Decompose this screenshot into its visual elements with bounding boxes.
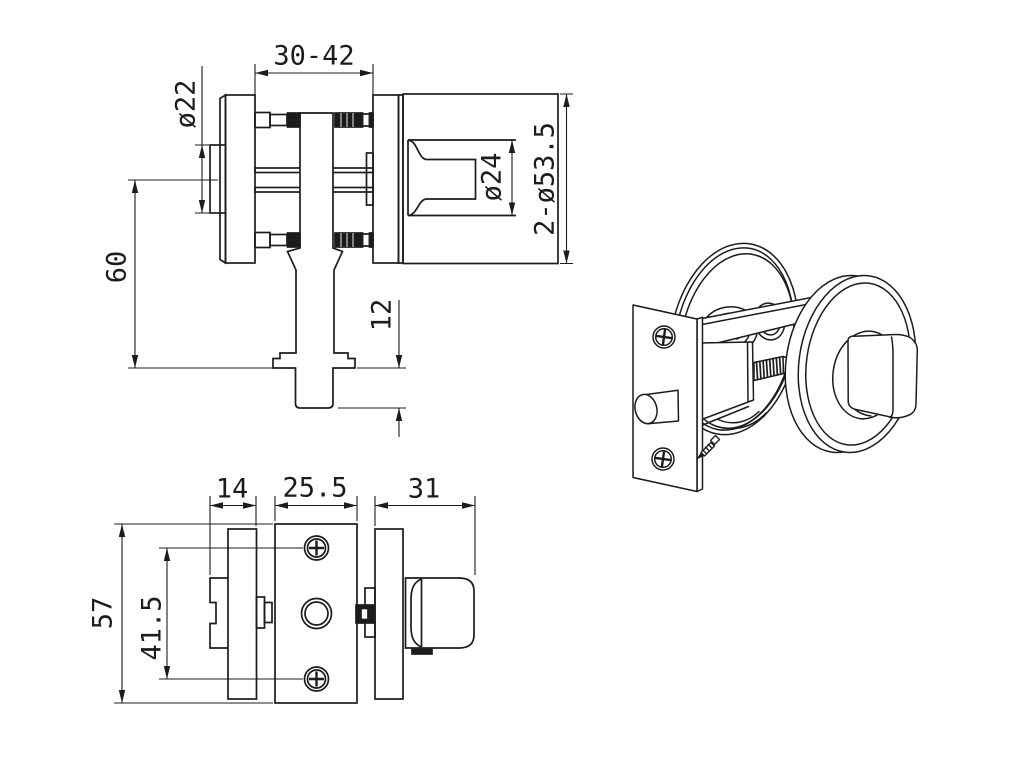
dim-faceplate-length: 57 xyxy=(88,597,119,630)
plan-bolt-hole xyxy=(300,597,333,630)
dim-bolt-extension: 12 xyxy=(367,299,398,332)
plan-thumbturn-knob xyxy=(404,577,475,655)
iso-deadbolt xyxy=(634,389,680,425)
iso-faceplate-screw-bottom xyxy=(651,447,675,471)
front-view-dimensions: 30-42 ø22 ø24 2-ø53.5 60 12 xyxy=(102,41,573,437)
dim-rose-diameter: 2-ø53.5 xyxy=(530,122,561,236)
plan-view-drawing: 14 25.5 31 57 41.5 xyxy=(88,473,476,704)
front-right-rose xyxy=(372,94,400,264)
dim-door-thickness-range: 30-42 xyxy=(273,41,354,72)
plan-view-dimensions: 14 25.5 31 57 41.5 xyxy=(88,473,476,704)
plan-left-rose xyxy=(227,528,258,700)
front-left-rose xyxy=(224,94,256,264)
dim-screw-spacing: 41.5 xyxy=(137,595,168,660)
plan-spindle-window xyxy=(360,607,369,621)
front-mounting-post-bottom xyxy=(254,231,374,249)
front-right-hub xyxy=(365,152,374,206)
iso-mounting-screw xyxy=(696,434,721,460)
plan-left-connector xyxy=(255,596,273,629)
dim-hub-diameter: ø22 xyxy=(171,80,202,129)
front-mounting-post-top xyxy=(254,111,374,129)
front-view-drawing: 30-42 ø22 ø24 2-ø53.5 60 12 xyxy=(102,41,573,437)
plan-screw-top xyxy=(303,535,330,561)
dim-turn-base-diameter: ø24 xyxy=(477,153,508,202)
dim-hub-width: 14 xyxy=(216,474,249,505)
front-thumbturn-profile xyxy=(407,139,516,217)
dim-knob-depth: 31 xyxy=(408,474,441,505)
dim-case-width: 25.5 xyxy=(282,473,347,504)
front-tailpiece xyxy=(272,112,356,409)
iso-threaded-rod xyxy=(753,355,788,382)
front-view-arrowheads xyxy=(131,69,570,421)
iso-thumbturn-knob xyxy=(847,333,919,419)
iso-faceplate-screw-top xyxy=(652,325,676,349)
front-housing xyxy=(402,93,559,265)
plan-left-hub xyxy=(209,577,228,649)
plan-screw-bottom xyxy=(303,666,330,692)
isometric-view-drawing xyxy=(632,242,919,493)
front-left-hub xyxy=(209,144,227,214)
dim-center-height: 60 xyxy=(102,251,133,284)
plan-view-arrowheads xyxy=(118,502,475,703)
plan-right-rose xyxy=(374,528,404,700)
